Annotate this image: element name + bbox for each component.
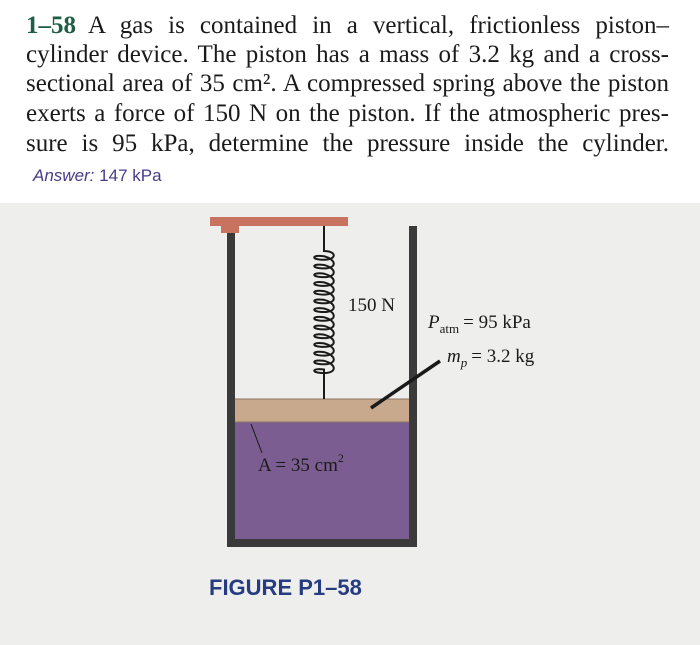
- gas-region: [234, 422, 410, 541]
- atmospheric-pressure-label: Patm= 95 kPa: [427, 312, 531, 336]
- cylinder-bottom: [227, 539, 417, 547]
- problem-number: 1–58: [26, 12, 76, 39]
- piston-area-label: A = 35 cm2: [258, 451, 344, 476]
- answer-label: Answer:: [33, 166, 95, 185]
- figure-caption: FIGURE P1–58: [209, 575, 362, 600]
- spring-force-label: 150 N: [348, 295, 395, 316]
- figure-area: 150 N Patm= 95 kPa mp= 3.2 kg A = 35 cm2…: [0, 203, 700, 645]
- problem-line-5: sure is 95 kPa, determine the pressure i…: [26, 130, 669, 157]
- answer: Answer: 147 kPa: [33, 166, 162, 186]
- cylinder-left-wall: [227, 226, 235, 546]
- piston-leader-line: [370, 359, 441, 410]
- spring-support-cap: [210, 217, 348, 226]
- problem-line-4: exerts a force of 150 N on the piston. I…: [26, 100, 669, 127]
- cylinder-right-wall: [409, 226, 417, 546]
- piston: [234, 399, 410, 422]
- piston-cylinder-diagram: 150 N Patm= 95 kPa mp= 3.2 kg A = 35 cm2: [210, 217, 535, 547]
- spring: [313, 226, 335, 399]
- area-leader-line: [250, 423, 263, 454]
- answer-value: 147 kPa: [99, 166, 162, 185]
- problem-line-2: cylinder device. The piston has a mass o…: [26, 41, 669, 68]
- problem-line-3: sectional area of 35 cm². A compressed s…: [26, 70, 669, 97]
- piston-mass-label: mp= 3.2 kg: [447, 346, 535, 370]
